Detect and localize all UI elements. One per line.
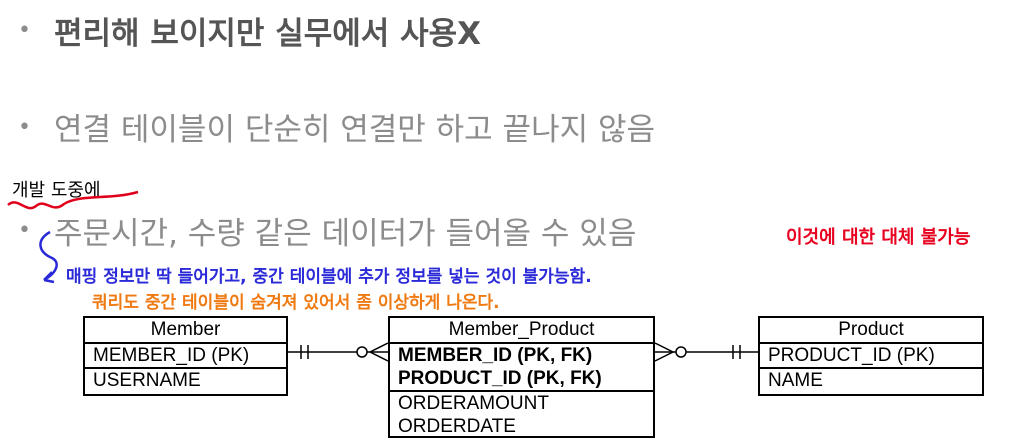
blue-hook-arrow: [39, 230, 58, 282]
crow-foot-right-1: [654, 342, 674, 353]
product-attr-0: NAME: [768, 370, 823, 391]
entity-product-title: Product: [760, 318, 982, 344]
note-mapping: 매핑 정보만 딱 들어가고, 중간 테이블에 추가 정보를 넣는 것이 불가능함…: [66, 267, 592, 287]
product-key-0: PRODUCT_ID (PK): [768, 345, 935, 366]
member-product-attr-0: ORDERAMOUNT: [398, 393, 549, 414]
red-squiggle: [7, 190, 139, 210]
entity-member-product-keys: MEMBER_ID (PK, FK) PRODUCT_ID (PK, FK): [390, 344, 653, 392]
bullet-dot-3: •: [18, 218, 31, 243]
member-product-attr-1: ORDERDATE: [398, 416, 516, 437]
note-dev: 개발 도중에: [12, 180, 101, 201]
entity-member-attrs: USERNAME: [85, 369, 286, 392]
entity-product-attrs: NAME: [760, 369, 982, 392]
zero-circle-left: [356, 346, 368, 358]
member-key-0: MEMBER_ID (PK): [93, 345, 250, 366]
entity-product: Product PRODUCT_ID (PK) NAME: [758, 316, 984, 396]
entity-member-product: Member_Product MEMBER_ID (PK, FK) PRODUC…: [388, 316, 655, 438]
entity-product-keys: PRODUCT_ID (PK): [760, 344, 982, 369]
note-no-alternative: 이것에 대한 대체 불가능: [786, 227, 971, 248]
crow-foot-right-2: [654, 351, 674, 362]
member-product-key-0: MEMBER_ID (PK, FK): [398, 345, 593, 366]
bullet-text-3: 주문시간, 수량 같은 데이터가 들어올 수 있음: [54, 216, 637, 252]
entity-member: Member MEMBER_ID (PK) USERNAME: [83, 316, 288, 396]
bullet-text-2: 연결 테이블이 단순히 연결만 하고 끝나지 않음: [54, 112, 656, 148]
member-attr-0: USERNAME: [93, 370, 201, 391]
entity-member-title: Member: [85, 318, 286, 344]
member-product-key-1: PRODUCT_ID (PK, FK): [398, 368, 602, 389]
entity-member-product-attrs: ORDERAMOUNT ORDERDATE: [390, 392, 653, 438]
bullet-text-1: 편리해 보이지만 실무에서 사용X: [54, 16, 482, 52]
note-query: 쿼리도 중간 테이블이 숨겨져 있어서 좀 이상하게 나온다.: [92, 293, 500, 313]
bullet-dot-1: •: [18, 18, 31, 43]
crow-foot-left-1: [369, 342, 389, 353]
entity-member-keys: MEMBER_ID (PK): [85, 344, 286, 369]
zero-circle-right: [675, 346, 687, 358]
blue-arrow-head: [43, 271, 55, 284]
entity-member-product-title: Member_Product: [390, 318, 653, 344]
crow-foot-left-2: [369, 351, 389, 362]
bullet-dot-2: •: [18, 115, 31, 140]
